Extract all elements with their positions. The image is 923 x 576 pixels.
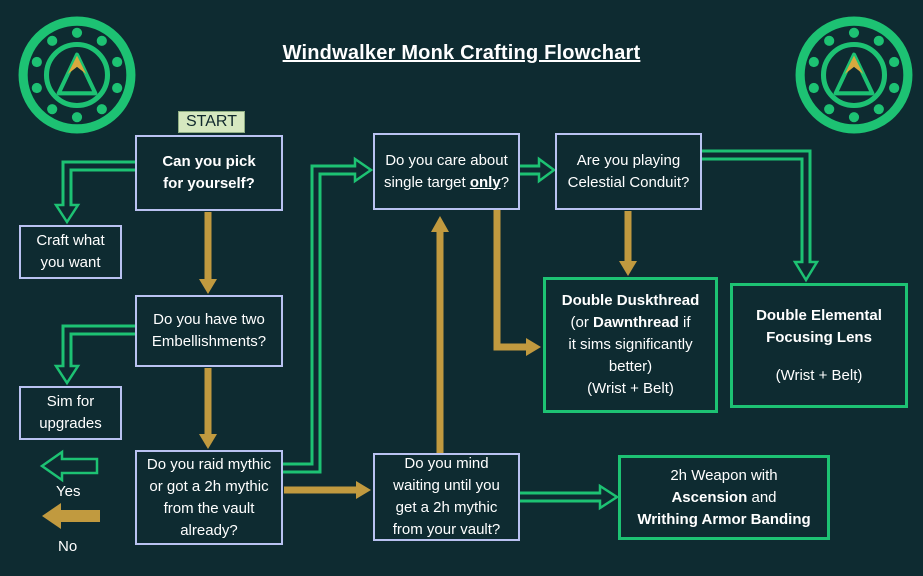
text-segment: Dawnthread [592, 314, 679, 331]
node-line: Are you playing [576, 151, 681, 169]
text-segment: single target [383, 173, 470, 191]
arrow-yes-canpick-to-craft [53, 160, 135, 225]
node-double-elemental-focusing-lens: Double Elemental Focusing Lens (Wrist + … [730, 283, 908, 408]
node-celestial-conduit: Are you playing Celestial Conduit? [555, 133, 702, 210]
node-raid-mythic: Do you raid mythic or got a 2h mythic fr… [135, 450, 283, 545]
arrow-no-raidmythic-to-waiting [284, 481, 371, 499]
arrow-no-celestial-to-duskthread [619, 211, 637, 276]
node-line: Do you care about [385, 151, 508, 169]
node-line: waiting until you [393, 477, 500, 494]
node-line: (Wrist + Belt) [587, 380, 674, 397]
node-line: for yourself? [163, 175, 255, 192]
node-line: from the vault [163, 499, 255, 517]
node-line: Embellishments? [151, 333, 267, 350]
node-line: already? [180, 521, 238, 539]
text-segment: (or [570, 314, 593, 331]
node-line: Do you mind [404, 455, 489, 472]
node-line: Celestial Conduit? [567, 173, 690, 191]
node-line: Can you pick [162, 153, 256, 170]
text-segment: if [678, 314, 691, 331]
legend-yes-arrow-icon [39, 449, 99, 483]
node-line: (or Dawnthread if [570, 312, 690, 334]
text-segment: and [747, 488, 777, 506]
arrow-no-embellish-to-raidmythic [199, 368, 217, 449]
node-line: Double Duskthread [561, 292, 700, 309]
node-line: from your vault? [392, 521, 501, 538]
node-craft-what-you-want: Craft what you want [19, 225, 122, 279]
node-line: Do you have two [153, 311, 265, 328]
arrow-no-canpick-to-embellish [199, 212, 217, 294]
node-line: Do you raid mythic [146, 455, 272, 473]
arrow-yes-embellish-to-sim [53, 324, 135, 386]
node-line: (Wrist + Belt) [775, 366, 863, 384]
node-double-duskthread: Double Duskthread (or Dawnthread if it s… [543, 277, 718, 413]
mountain-emblem-icon [795, 16, 913, 134]
text-segment: Ascension [671, 488, 748, 506]
node-line: better) [608, 358, 653, 375]
node-line: Writhing Armor Banding [637, 510, 811, 528]
mountain-emblem-icon [18, 16, 136, 134]
node-2h-weapon-ascension: 2h Weapon with Ascension and Writhing Ar… [618, 455, 830, 540]
text-segment: only [469, 173, 501, 191]
node-line: you want [40, 254, 101, 271]
node-two-embellishments: Do you have two Embellishments? [135, 295, 283, 367]
node-line: get a 2h mythic [395, 499, 498, 516]
node-line: Ascension and [671, 487, 776, 509]
node-line: upgrades [39, 415, 102, 432]
start-label: START [178, 111, 245, 133]
node-line: Double Elemental [756, 306, 882, 324]
node-mind-waiting: Do you mind waiting until you get a 2h m… [373, 453, 520, 541]
node-single-target-only: Do you care about single target only? [373, 133, 520, 210]
node-line: or got a 2h mythic [149, 477, 269, 495]
node-line: Focusing Lens [766, 328, 872, 346]
legend-no-arrow-icon [42, 503, 100, 529]
arrow-no-waiting-to-singletarget [431, 216, 449, 454]
node-line: it sims significantly [568, 336, 693, 353]
arrow-yes-raidmythic-to-singletarget [283, 156, 374, 474]
node-line: Craft what [36, 232, 105, 249]
node-line: 2h Weapon with [670, 466, 778, 484]
arrow-yes-celestial-to-lens [702, 149, 820, 283]
arrow-no-singletarget-to-duskthread [493, 209, 541, 356]
node-sim-for-upgrades: Sim for upgrades [19, 386, 122, 440]
node-line: Sim for [46, 393, 95, 410]
arrow-yes-singletarget-to-celestial [520, 156, 557, 184]
node-can-you-pick: Can you pick for yourself? [135, 135, 283, 211]
page-title: Windwalker Monk Crafting Flowchart [282, 42, 641, 64]
legend-yes-label: Yes [56, 483, 81, 500]
text-segment: ? [500, 173, 510, 191]
arrow-yes-waiting-to-weapon [520, 483, 620, 511]
legend-no-label: No [58, 538, 78, 555]
node-line: single target only? [384, 172, 509, 194]
